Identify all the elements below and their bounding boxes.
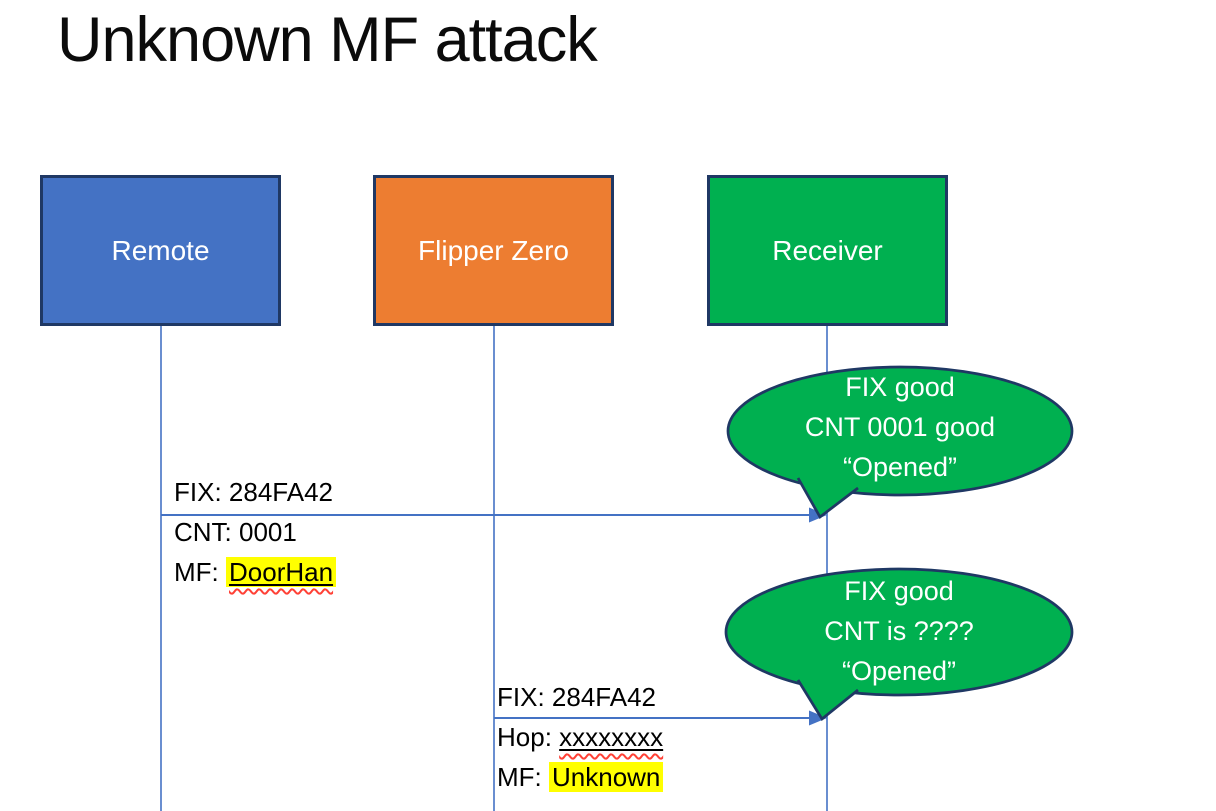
message-2-hop-value: xxxxxxxx (559, 722, 664, 752)
message-2-fix-line: FIX: 284FA42 (497, 682, 656, 712)
actor-label-remote: Remote (111, 234, 210, 266)
callout-1-tail (796, 477, 859, 520)
callout-2-bubble (724, 567, 1074, 697)
message-2-label: FIX: 284FA42 Hop: xxxxxxxx MF: Unknown (497, 677, 664, 797)
callout-2-tail (796, 679, 859, 722)
message-2-hop-value-squiggle: xxxxxxxx (559, 722, 663, 752)
message-2-arrowhead (809, 710, 827, 726)
message-2-hop-prefix: Hop: (497, 722, 560, 752)
callout-1-line-3: “Opened” (842, 452, 958, 482)
message-1-fix-line: FIX: 284FA42 (174, 477, 333, 507)
message-1-mf-prefix: MF: (174, 557, 226, 587)
slide-title: Unknown MF attack (57, 5, 598, 75)
message-1-label: FIX: 284FA42 CNT: 0001 MF: DoorHan (174, 472, 337, 592)
callout-2-line-1: FIX good (844, 576, 954, 606)
message-2-mf-value: Unknown (549, 762, 664, 792)
message-2-hop-line: Hop: xxxxxxxx (497, 717, 663, 757)
callout-2-text: FIX good CNT is ???? “Opened” (727, 571, 1071, 691)
message-1-mf-value: DoorHan (229, 557, 334, 587)
actor-box-flipper-zero: Flipper Zero (373, 175, 614, 326)
message-2-mf-prefix: MF: (497, 762, 549, 792)
callout-2-line-3: “Opened” (841, 656, 957, 686)
callout-1-line-2: CNT 0001 good (804, 412, 996, 442)
message-1-mf-line: MF: DoorHan (174, 552, 337, 592)
actor-label-flipper-zero: Flipper Zero (418, 234, 569, 266)
actor-box-receiver: Receiver (707, 175, 948, 326)
callout-1-bubble (726, 365, 1074, 497)
message-1-mf-value-highlight: DoorHan (226, 557, 337, 587)
actor-label-receiver: Receiver (772, 234, 883, 266)
message-1-cnt-line: CNT: 0001 (174, 517, 297, 547)
actor-box-remote: Remote (40, 175, 281, 326)
callout-2-line-2: CNT is ???? (824, 616, 974, 646)
message-2-mf-line: MF: Unknown (497, 757, 664, 797)
callout-1-text: FIX good CNT 0001 good “Opened” (728, 367, 1072, 487)
callout-1-line-1: FIX good (845, 372, 955, 402)
